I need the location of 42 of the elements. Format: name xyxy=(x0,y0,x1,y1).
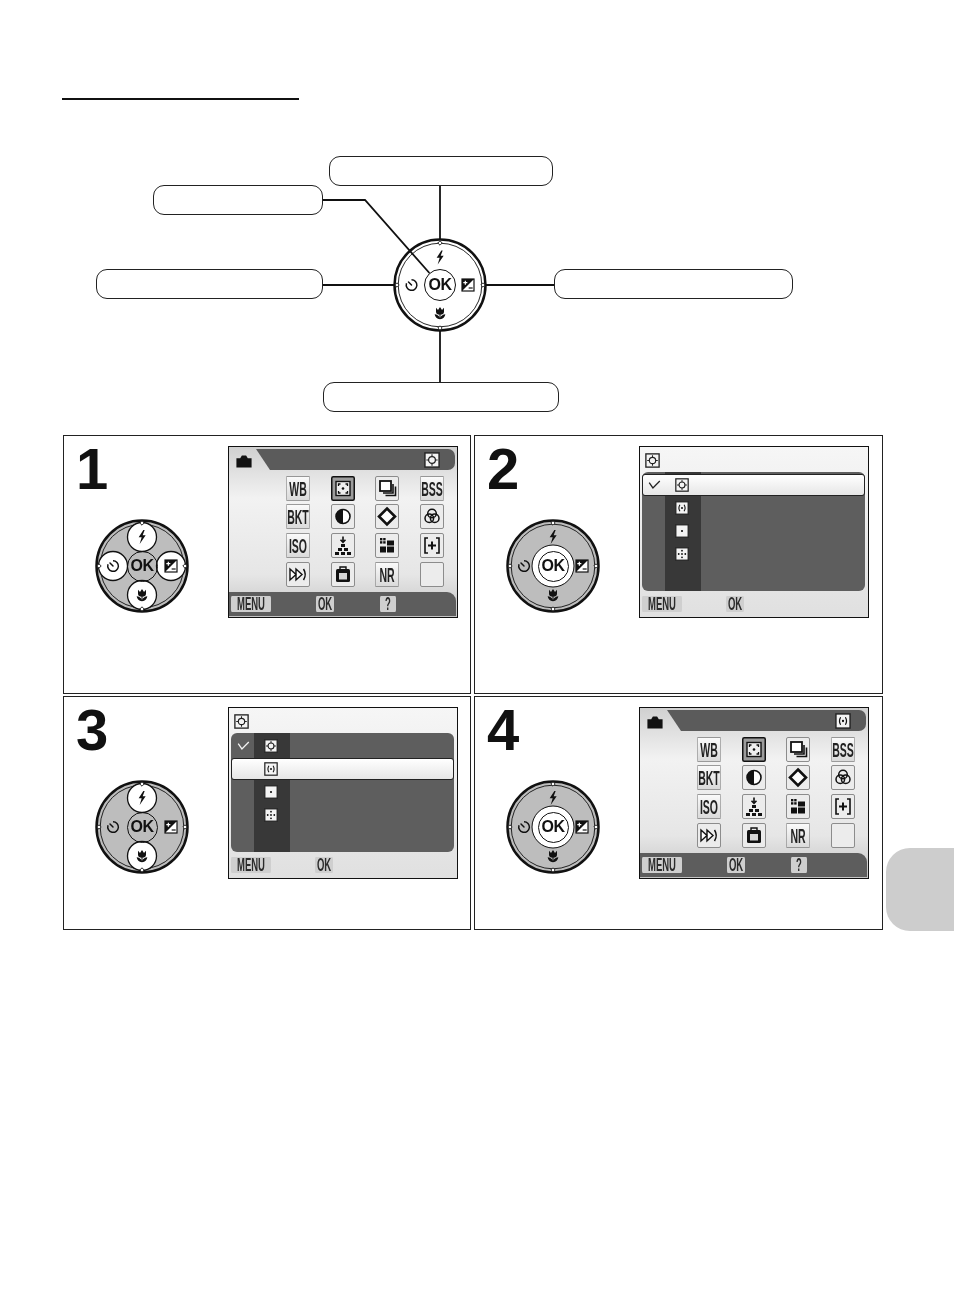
menu-key: MENU xyxy=(231,857,271,873)
step-panel xyxy=(474,435,883,694)
menu-option: BKT xyxy=(697,765,721,791)
ok-key: OK xyxy=(316,596,334,612)
menu-option: WB xyxy=(697,736,721,762)
ok-key: OK xyxy=(727,857,745,873)
ok-button: OK xyxy=(424,269,456,301)
callout-box xyxy=(329,156,553,186)
flower-icon xyxy=(432,305,448,331)
help-key: ? xyxy=(791,857,807,873)
step-panel xyxy=(63,696,471,930)
ok-key: OK xyxy=(315,857,333,873)
step-number: 1 xyxy=(76,440,109,498)
menu-option: NR xyxy=(375,561,400,587)
leader-line xyxy=(322,199,431,274)
callout-box xyxy=(96,269,323,299)
menu-option: NR xyxy=(786,822,811,848)
step-panel xyxy=(63,435,471,694)
menu-option: BSS xyxy=(420,475,445,501)
menu-key: MENU xyxy=(642,596,682,612)
callout-box xyxy=(323,382,559,412)
plus-minus-icon xyxy=(460,277,486,293)
leader-line xyxy=(439,185,441,241)
help-key: ? xyxy=(380,596,396,612)
leader-line xyxy=(439,330,441,383)
menu-option: ISO xyxy=(286,532,310,558)
step-number: 3 xyxy=(76,701,109,759)
menu-option: WB xyxy=(286,475,310,501)
step-panel xyxy=(474,696,883,930)
menu-option: BSS xyxy=(831,736,856,762)
menu-option: ISO xyxy=(697,793,721,819)
step-number: 4 xyxy=(487,701,520,759)
menu-key: MENU xyxy=(231,596,271,612)
leader-line xyxy=(485,284,555,286)
callout-box xyxy=(153,185,323,215)
menu-option: BKT xyxy=(286,504,310,530)
callout-box xyxy=(554,269,793,299)
leader-line xyxy=(322,284,395,286)
step-number: 2 xyxy=(487,440,520,498)
ok-key: OK xyxy=(726,596,744,612)
timer-icon xyxy=(394,277,420,293)
menu-key: MENU xyxy=(642,857,682,873)
